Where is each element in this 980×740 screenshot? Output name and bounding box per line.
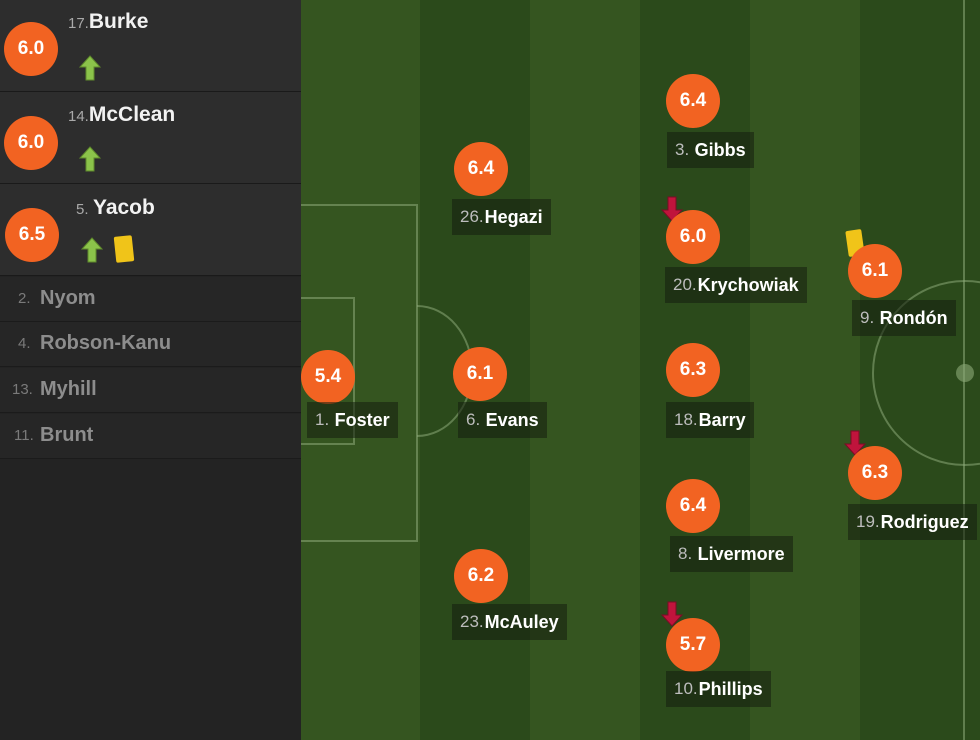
pitch-stripe	[750, 0, 860, 740]
shirt-number: 14.	[68, 108, 89, 125]
player-rating-badge: 6.1	[848, 244, 902, 298]
centre-spot	[956, 364, 974, 382]
substitute-row[interactable]: 6.5 5. Yacob	[0, 184, 301, 276]
player-name: Foster	[334, 409, 390, 430]
player-label[interactable]: 26.Hegazi	[452, 199, 551, 235]
substitute-name-line: 17.Burke	[68, 10, 148, 34]
shirt-number: 26.	[460, 207, 484, 226]
shirt-number: 3.	[675, 140, 690, 159]
player-name: McClean	[88, 103, 176, 126]
player-rating-badge: 6.4	[454, 142, 508, 196]
player-name: Evans	[485, 409, 539, 430]
player-label[interactable]: 3. Gibbs	[667, 132, 754, 168]
substitute-name-line: 14.McClean	[68, 103, 175, 127]
player-name: McAuley	[484, 611, 559, 632]
player-label[interactable]: 10.Phillips	[666, 671, 771, 707]
shirt-number: 2.	[18, 290, 31, 307]
shirt-number: 10.	[674, 679, 698, 698]
player-name: Robson-Kanu	[40, 332, 172, 354]
player-name: Barry	[698, 409, 746, 430]
player-rating-badge: 6.0	[4, 116, 58, 170]
player-rating-badge: 5.7	[666, 618, 720, 672]
bench-player-row[interactable]: 11. Brunt	[0, 414, 301, 459]
bench-player-row[interactable]: 2. Nyom	[0, 277, 301, 322]
shirt-number: 8.	[678, 544, 693, 563]
player-name: Brunt	[40, 424, 94, 446]
player-rating-badge: 6.2	[454, 549, 508, 603]
arrow-up-icon	[81, 237, 103, 263]
player-name: Gibbs	[694, 139, 746, 160]
player-name: Nyom	[40, 287, 96, 309]
bench-player-row[interactable]: 4. Robson-Kanu	[0, 322, 301, 367]
player-label[interactable]: 1. Foster	[307, 402, 398, 438]
player-name: Yacob	[92, 196, 155, 219]
shirt-number: 11.	[14, 427, 34, 444]
pitch: 5.4 1. Foster 6.4 26.Hegazi 6.1 6. Evans…	[301, 0, 980, 740]
player-rating-badge: 6.4	[666, 479, 720, 533]
shirt-number: 5.	[76, 201, 89, 218]
shirt-number: 6.	[466, 410, 481, 429]
player-label[interactable]: 6. Evans	[458, 402, 547, 438]
player-rating-badge: 6.1	[453, 347, 507, 401]
yellow-card-icon	[113, 235, 135, 263]
player-rating-badge: 6.3	[666, 343, 720, 397]
player-name: Hegazi	[484, 206, 543, 227]
arrow-down-icon	[661, 601, 683, 627]
player-name: Livermore	[697, 543, 785, 564]
player-rating-badge: 6.0	[4, 22, 58, 76]
substitutes-panel: 6.0 17.Burke 6.0 14.McClean 6.5 5. Yacob	[0, 0, 301, 740]
player-rating-badge: 6.3	[848, 446, 902, 500]
substitute-name-line: 5. Yacob	[76, 196, 155, 220]
player-rating-badge: 6.5	[5, 208, 59, 262]
shirt-number: 18.	[674, 410, 698, 429]
substitute-row[interactable]: 6.0 14.McClean	[0, 92, 301, 184]
substitute-row[interactable]: 6.0 17.Burke	[0, 0, 301, 92]
shirt-number: 19.	[856, 512, 880, 531]
player-name: Krychowiak	[697, 274, 799, 295]
arrow-up-icon	[79, 55, 101, 81]
player-label[interactable]: 8. Livermore	[670, 536, 793, 572]
shirt-number: 4.	[18, 335, 31, 352]
shirt-number: 17.	[68, 15, 89, 32]
player-rating-badge: 5.4	[301, 350, 355, 404]
player-name: Burke	[88, 10, 149, 33]
player-name: Rondón	[879, 307, 948, 328]
shirt-number: 9.	[860, 308, 875, 327]
player-label[interactable]: 9. Rondón	[852, 300, 956, 336]
player-rating-badge: 6.4	[666, 74, 720, 128]
arrow-up-icon	[79, 146, 101, 172]
player-label[interactable]: 20.Krychowiak	[665, 267, 807, 303]
shirt-number: 20.	[673, 275, 697, 294]
shirt-number: 13.	[12, 381, 33, 398]
player-name: Rodriguez	[880, 511, 969, 532]
bench-player-row[interactable]: 13. Myhill	[0, 368, 301, 413]
player-label[interactable]: 19.Rodriguez	[848, 504, 977, 540]
player-label[interactable]: 23.McAuley	[452, 604, 567, 640]
shirt-number: 23.	[460, 612, 484, 631]
shirt-number: 1.	[315, 410, 330, 429]
player-name: Myhill	[40, 378, 97, 400]
player-label[interactable]: 18.Barry	[666, 402, 754, 438]
player-name: Phillips	[698, 678, 763, 699]
player-rating-badge: 6.0	[666, 210, 720, 264]
